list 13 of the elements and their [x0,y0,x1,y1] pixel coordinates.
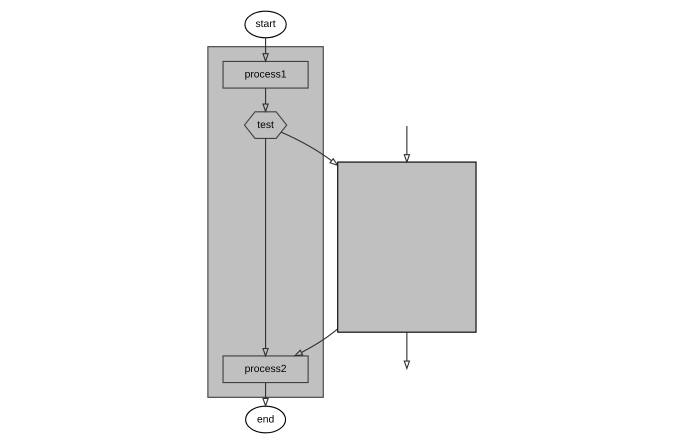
node-ellipse: end [244,406,286,434]
arrow [403,332,410,370]
node-box: process2 [222,355,308,384]
arrow [262,138,268,358]
arrow [403,126,410,164]
arrow [280,132,338,166]
arrow [262,38,268,63]
arrow [262,88,268,114]
node-box: process1 [222,60,308,89]
node-ellipse: start [244,10,286,38]
node-box [336,162,476,333]
arrow [262,382,268,408]
arrow [292,328,338,357]
